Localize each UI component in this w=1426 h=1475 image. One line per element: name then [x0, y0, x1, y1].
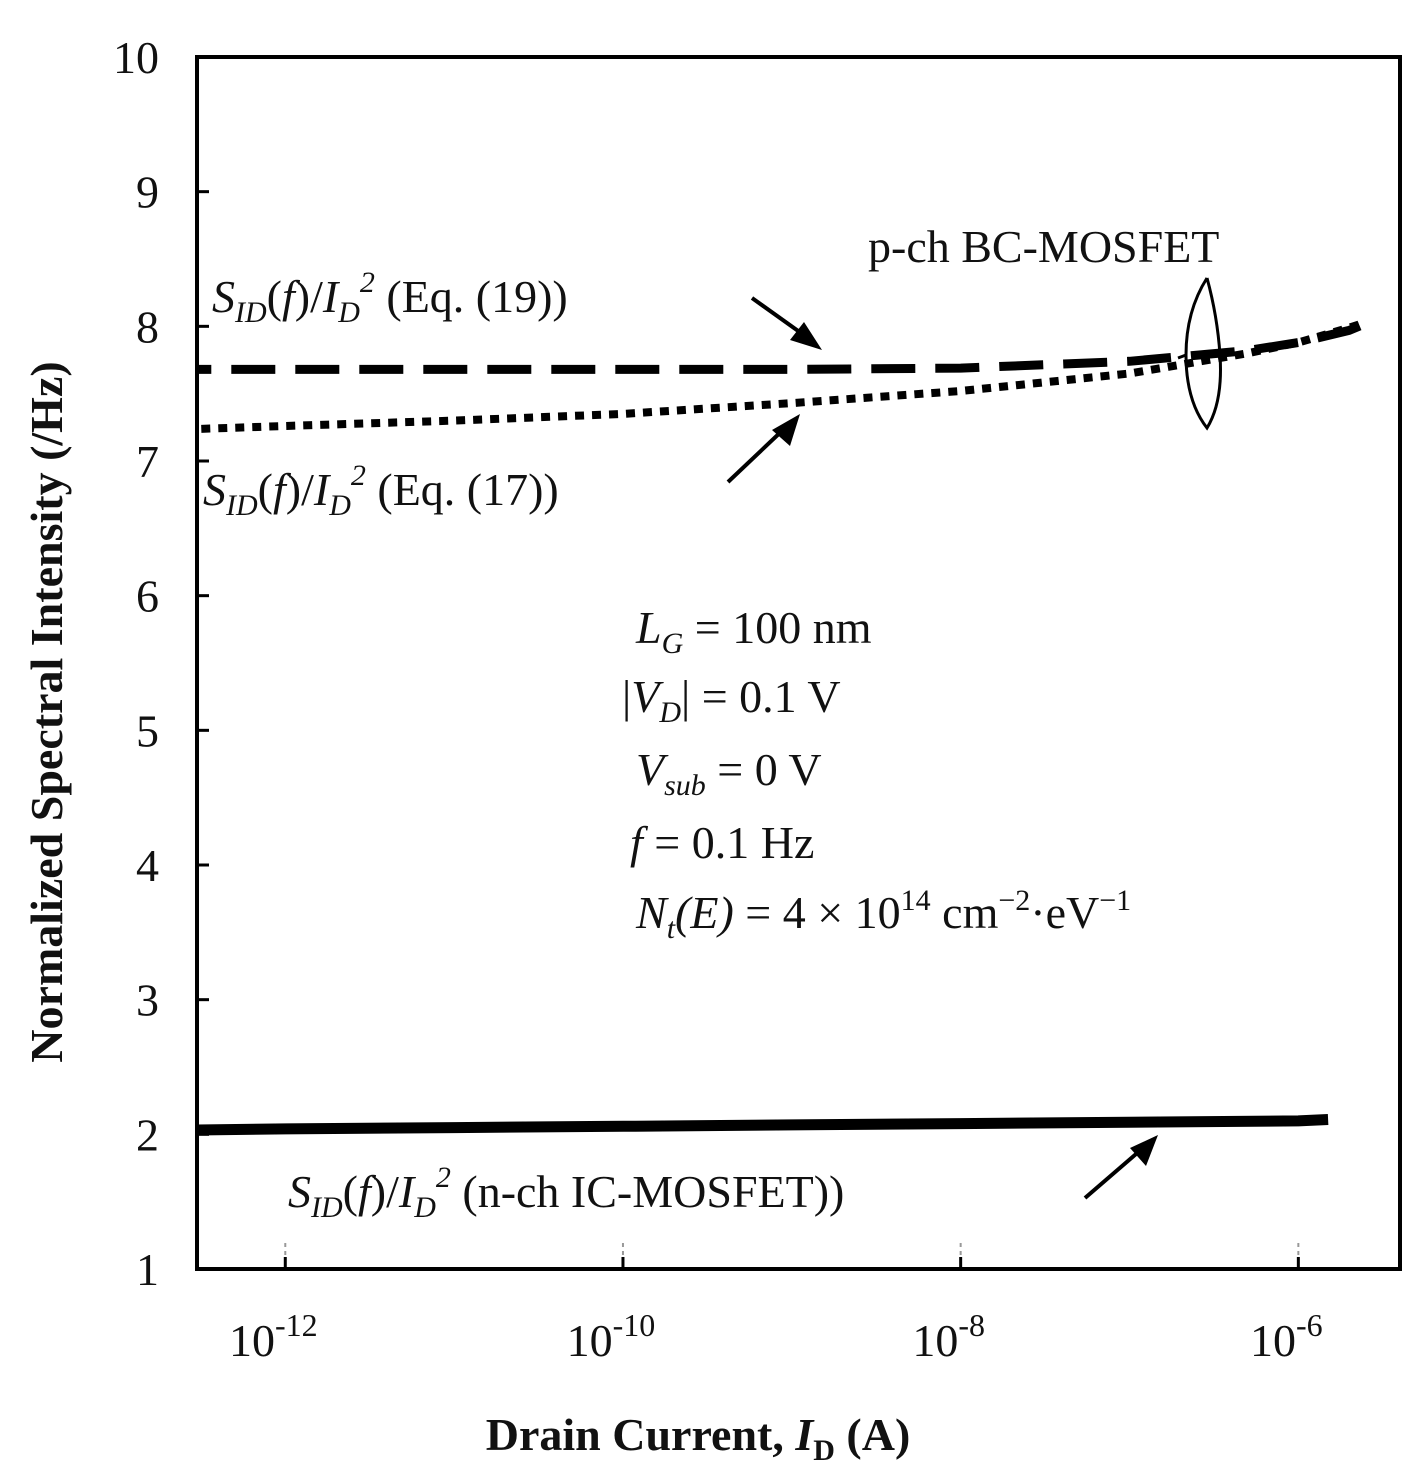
- y-axis-title: Normalized Spectral Intensity (/Hz): [21, 361, 72, 1062]
- nch-arrow: [1083, 1135, 1158, 1200]
- y-tick-label: 5: [136, 705, 159, 756]
- y-tick-label: 7: [136, 436, 159, 487]
- y-tick-label: 9: [136, 167, 159, 218]
- pch-brace-tick: [1177, 353, 1187, 360]
- x-axis-title-main: Drain Current,: [486, 1409, 796, 1460]
- param-vd: |VD| = 0.1 V: [622, 671, 841, 729]
- x-tick-label: 10-12: [229, 1307, 318, 1366]
- y-tick-label: 10: [113, 32, 159, 83]
- series-line-nch: [197, 1114, 1329, 1136]
- y-tick-label: 1: [136, 1244, 159, 1295]
- x-ticks: 10-12 10-10 10-8 10-6: [229, 1257, 1323, 1366]
- series-line-eq19: [197, 319, 1368, 374]
- x-tick-label: 10-10: [567, 1307, 656, 1366]
- y-tick-label: 8: [136, 301, 159, 352]
- pch-label: p-ch BC-MOSFET: [868, 221, 1219, 272]
- series-group: [197, 318, 1368, 1136]
- nch-label: SID(f)/ID2 (n-ch IC-MOSFET)): [288, 1161, 844, 1224]
- pch-brace: [1184, 277, 1222, 431]
- x-tick-label: 10-6: [1250, 1307, 1323, 1366]
- param-freq: f = 0.1 Hz: [630, 817, 814, 868]
- eq17-label: SID(f)/ID2 (Eq. (17)): [203, 459, 559, 522]
- y-tick-label: 6: [136, 571, 159, 622]
- param-lg: LG = 100 nm: [635, 602, 872, 660]
- x-tick-label: 10-8: [912, 1307, 985, 1366]
- param-nt: Nt(E) = 4 × 1014 cm−2·eV−1: [635, 884, 1131, 945]
- param-vsub: Vsub = 0 V: [636, 744, 822, 802]
- y-ticks: 1 2 3 4 5 6 7 8 9 10: [113, 32, 209, 1295]
- x-axis-title-unit: (A): [835, 1409, 910, 1460]
- x-axis-title: Drain Current, ID (A): [486, 1409, 911, 1467]
- x-axis-title-var: I: [794, 1409, 815, 1460]
- plot-frame: [195, 55, 1402, 1271]
- gridlines: [284, 1239, 1300, 1255]
- y-tick-label: 4: [136, 840, 159, 891]
- eq19-arrow: [750, 296, 822, 350]
- eq19-label: SID(f)/ID2 (Eq. (19)): [212, 266, 568, 329]
- y-tick-label: 3: [136, 975, 159, 1026]
- y-tick-label: 2: [136, 1109, 159, 1160]
- eq17-arrow: [726, 414, 800, 484]
- x-axis-title-sub: D: [813, 1434, 835, 1467]
- parameter-block: LG = 100 nm |VD| = 0.1 V Vsub = 0 V f = …: [622, 602, 1131, 945]
